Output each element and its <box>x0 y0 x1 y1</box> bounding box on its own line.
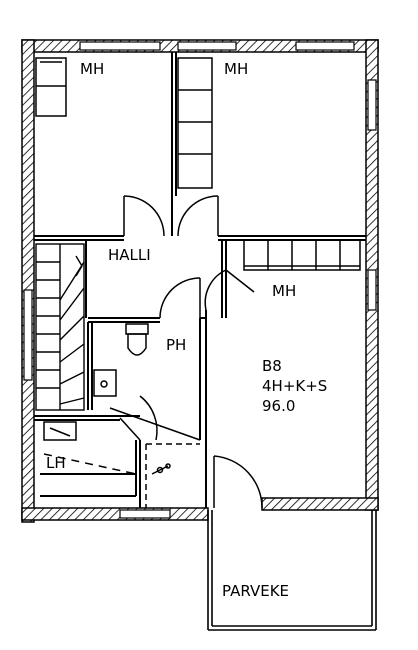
window-top-1 <box>79 41 161 51</box>
closets <box>35 57 361 271</box>
balcony-outline <box>207 510 377 631</box>
toilet-bowl <box>127 333 147 356</box>
window-left-1 <box>23 289 33 381</box>
sink <box>93 369 117 397</box>
room-label-bedroom-3: MH <box>272 282 297 300</box>
window-right-2 <box>367 269 377 311</box>
window-top-3 <box>295 41 355 51</box>
wall-bottom-right <box>261 497 379 511</box>
wall-bottom-left <box>21 507 209 521</box>
window-bottom-1 <box>119 509 171 519</box>
window-right-1 <box>367 79 377 131</box>
wall-left <box>21 39 35 523</box>
room-label-bedroom-2: MH <box>224 60 249 78</box>
room-label-balcony: PARVEKE <box>222 582 290 600</box>
toilet-tank <box>125 323 149 335</box>
unit-id: B8 <box>262 357 282 375</box>
window-top-2 <box>177 41 237 51</box>
room-label-bathroom: PH <box>166 336 187 354</box>
windows <box>23 41 377 519</box>
doors <box>119 195 263 509</box>
unit-info: B8 4H+K+S 96.0 <box>262 356 327 416</box>
staircase <box>35 243 85 411</box>
unit-type: 4H+K+S <box>262 377 328 395</box>
room-label-bedroom-1: MH <box>80 60 105 78</box>
bathroom-fixtures <box>43 323 201 508</box>
unit-area: 96.0 <box>262 397 296 415</box>
room-label-laundry: LH <box>46 454 66 472</box>
washer <box>43 421 77 441</box>
room-label-hall: HALLI <box>108 246 151 264</box>
